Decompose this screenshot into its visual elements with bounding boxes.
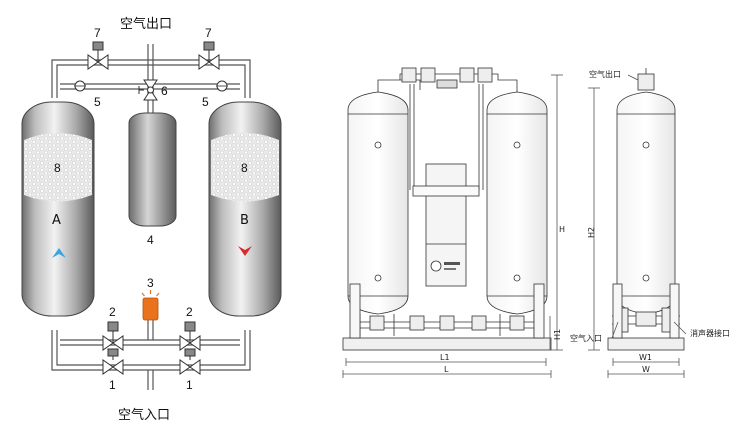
buffer-vessel: 4 [128, 112, 177, 247]
side-air-inlet-label: 空气入口 [570, 333, 602, 343]
center-valve-label: 6 [161, 84, 168, 98]
muffler-port-label: 消声器接口 [690, 328, 730, 338]
indicator-label: 3 [147, 276, 154, 290]
front-left-tower [347, 91, 409, 315]
outlet-valve-right [198, 41, 220, 70]
tower-b: 8 B [208, 101, 282, 317]
check-valve-left-label: 5 [94, 95, 101, 109]
exhaust-valve-right-label: 2 [186, 305, 193, 319]
dim-h2-label: H2 [587, 227, 596, 238]
center-valve [138, 79, 158, 101]
desiccant-label-left: 8 [54, 161, 61, 175]
piping [51, 44, 251, 390]
dim-l1-label: L1 [440, 353, 450, 362]
air-inlet-label: 空气入口 [118, 407, 170, 423]
desiccant-bed-right [211, 133, 279, 202]
outlet-valve-left [87, 41, 109, 70]
inlet-valve-right-label: 1 [186, 378, 193, 392]
dim-w1-label: W1 [639, 353, 652, 362]
exhaust-valve-left [102, 321, 124, 351]
tower-a-label: A [52, 213, 61, 228]
front-view [342, 67, 563, 378]
flow-up-arrow [52, 248, 66, 258]
outlet-valve-left-label: 7 [94, 26, 101, 40]
desiccant-label-right: 8 [241, 161, 248, 175]
desiccant-bed-left [24, 133, 92, 202]
exhaust-valve-right [179, 321, 201, 351]
check-valve-left [74, 80, 86, 92]
air-outlet-label: 空气出口 [120, 16, 172, 32]
inlet-valve-right [179, 348, 201, 375]
side-air-outlet-label: 空气出口 [589, 69, 621, 79]
buffer-vessel-label: 4 [147, 233, 154, 247]
dim-l-label: L [444, 365, 449, 374]
outlet-valve-right-label: 7 [205, 26, 212, 40]
flow-down-arrow [238, 246, 252, 256]
indicator: 3 [141, 276, 160, 321]
inlet-valve-left-label: 1 [109, 378, 116, 392]
exhaust-valve-left-label: 2 [109, 305, 116, 319]
dim-h-label: H [559, 225, 565, 234]
check-valve-right-label: 5 [202, 95, 209, 109]
control-panel-logo [430, 260, 460, 272]
side-view [588, 68, 687, 378]
tower-b-label: B [240, 213, 249, 228]
front-right-tower [486, 91, 548, 315]
dim-w-label: W [642, 365, 650, 374]
dim-h1-label: H1 [553, 329, 562, 340]
tower-a: 8 A [21, 101, 95, 317]
check-valve-right [216, 80, 228, 92]
flow-schematic: 8 A 8 B 4 3 [21, 16, 282, 423]
inlet-valve-left [102, 348, 124, 375]
